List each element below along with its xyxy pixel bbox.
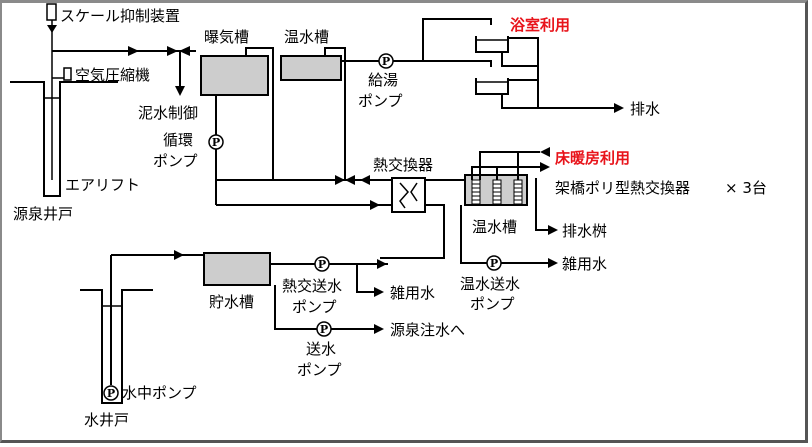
source-well (10, 10, 118, 197)
hot-water-send-pump: P (486, 255, 502, 271)
svg-text:P: P (107, 387, 115, 400)
label-to-source-injection: 源泉注水へ (390, 321, 465, 339)
label-bath-use: 浴室利用 (510, 16, 570, 34)
circulation-line (215, 95, 345, 181)
label-supply-pump-1: 給湯 (368, 71, 398, 89)
label-poly-heat-exchanger: 架橋ポリ型熱交換器 (555, 179, 690, 197)
svg-text:P: P (320, 323, 328, 336)
heat-send-pump: P (314, 256, 330, 272)
label-storage-tank: 貯水槽 (209, 293, 254, 311)
mud-arrow (175, 86, 185, 96)
submersible-pump: P (103, 385, 119, 401)
svg-text:P: P (212, 136, 220, 149)
label-hot-water-tank-top: 温水槽 (284, 28, 329, 46)
drain-arrow (614, 103, 624, 113)
label-water-well: 水井戸 (84, 411, 129, 429)
label-hot-water-send-pump-1: 温水送水 (460, 275, 520, 293)
air-compressor-box (63, 67, 72, 81)
label-hot-water-send-pump-2: ポンプ (470, 295, 515, 313)
hot-water-tank-top (280, 55, 342, 81)
label-circulation-pump-1: 循環 (163, 131, 193, 149)
label-drain-basin: 排水桝 (562, 222, 607, 240)
scale-inhibitor-box (46, 3, 57, 21)
label-drain: 排水 (630, 100, 660, 118)
label-heat-exchanger: 熱交換器 (373, 156, 433, 174)
send-pump: P (316, 321, 332, 337)
water-well (80, 255, 153, 404)
bath-unit-1 (475, 36, 509, 53)
storage-tank (203, 252, 271, 286)
label-mud-control: 泥水制御 (138, 104, 198, 122)
circulation-pump: P (208, 134, 224, 150)
label-heat-send-pump-2: ポンプ (292, 298, 337, 316)
label-floor-heating-use: 床暖房利用 (555, 149, 630, 167)
aeration-tank (200, 55, 269, 96)
heat-exchanger-box (391, 177, 426, 213)
supply-pump: P (378, 53, 394, 69)
svg-text:P: P (318, 258, 326, 271)
drain-basin-arrow (548, 225, 558, 235)
label-circulation-pump-2: ポンプ (153, 152, 198, 170)
label-misc-water-mid: 雑用水 (390, 284, 435, 302)
svg-text:P: P (490, 257, 498, 270)
svg-text:P: P (382, 55, 390, 68)
label-scale-inhibitor: スケール抑制装置 (60, 7, 180, 25)
bath-unit-2 (475, 78, 509, 95)
floor-heating-out-arrow (540, 162, 550, 172)
label-air-compressor: 空気圧縮機 (75, 66, 150, 84)
label-source-well: 源泉井戸 (13, 205, 73, 223)
label-supply-pump-2: ポンプ (358, 92, 403, 110)
label-air-lift: エアリフト (65, 176, 140, 194)
label-poly-heat-exchanger-count: × 3台 (725, 179, 767, 197)
label-aeration-tank: 曝気槽 (204, 28, 249, 46)
label-misc-water-right: 雑用水 (562, 255, 607, 273)
flow-arrow (128, 46, 139, 56)
valve-left (167, 46, 178, 56)
floor-heating-in-arrow (540, 147, 550, 157)
label-heat-send-pump-1: 熱交送水 (282, 277, 342, 295)
valve-right (179, 46, 190, 56)
label-send-pump-1: 送水 (306, 340, 336, 358)
scale-inhibitor-arrow (47, 25, 57, 33)
label-send-pump-2: ポンプ (297, 361, 342, 379)
misc-water-right-arrow (548, 258, 558, 268)
label-submersible-pump: 水中ポンプ (122, 384, 197, 402)
poly-heat-exchangers (471, 179, 523, 205)
label-hot-water-tank-right: 温水槽 (472, 218, 517, 236)
